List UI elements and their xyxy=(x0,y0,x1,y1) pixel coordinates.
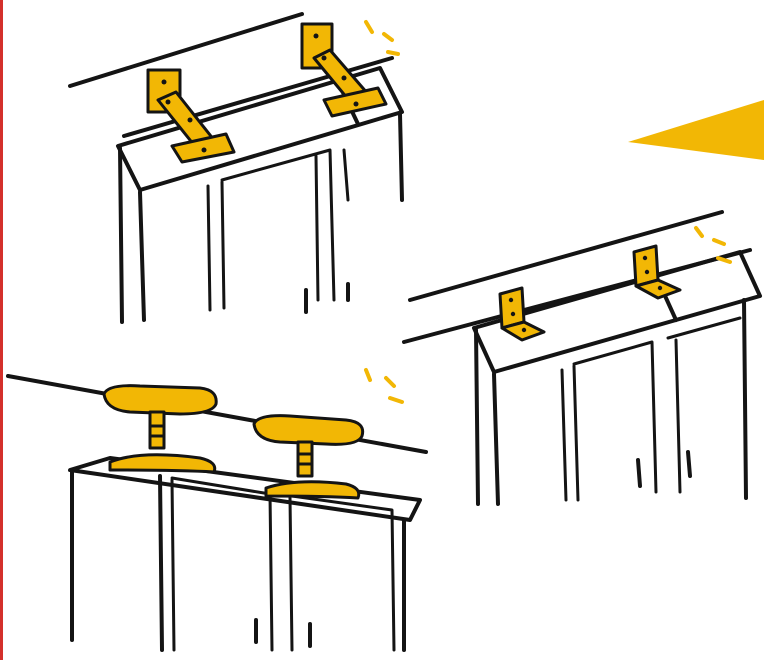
panel-diagonal-stays xyxy=(68,12,404,324)
sparkle-accent-icon xyxy=(364,368,404,404)
tension-pole-icon xyxy=(252,414,365,500)
diagonal-stay-bracket-icon xyxy=(146,68,236,164)
yellow-pointer-triangle-icon xyxy=(628,100,764,160)
panel-tension-poles xyxy=(6,368,428,652)
tension-pole-icon xyxy=(102,384,218,474)
sparkle-accent-icon xyxy=(364,20,400,56)
l-angle-bracket-icon xyxy=(498,286,546,342)
panel-l-angle-brackets xyxy=(402,210,762,506)
sparkle-accent-icon xyxy=(694,226,732,264)
left-frame-edge xyxy=(0,0,3,660)
l-angle-bracket-icon xyxy=(632,244,682,300)
diagonal-stay-bracket-icon xyxy=(300,22,388,118)
